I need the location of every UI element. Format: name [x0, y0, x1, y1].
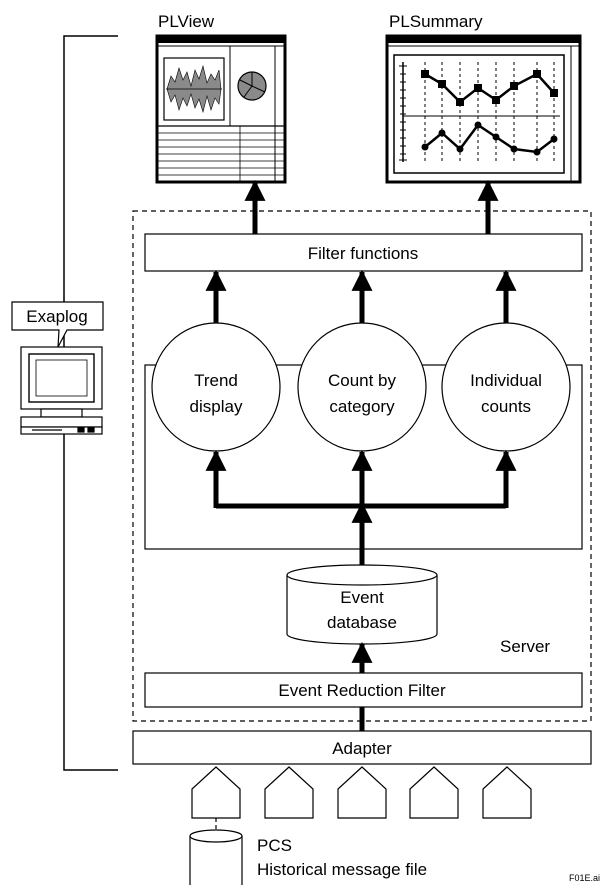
adapter-box	[132, 730, 592, 765]
event-reduction-filter-label: Event Reduction Filter	[278, 681, 446, 700]
plview-window	[155, 34, 287, 184]
event-database-line2: database	[327, 613, 397, 632]
count-by-category-line2: category	[329, 397, 395, 416]
source-connector	[482, 766, 532, 819]
pcs-file-label: Historical message file	[257, 860, 427, 879]
exaplog-callout	[11, 301, 104, 348]
event-database-cylinder	[286, 564, 438, 645]
plsummary-title: PLSummary	[389, 12, 483, 31]
individual-counts-line2: counts	[481, 397, 531, 416]
pcs-label: PCS	[257, 836, 292, 855]
filter-functions-label: Filter functions	[308, 244, 419, 263]
pcs-file-cylinder	[189, 829, 243, 885]
source-connector	[191, 766, 241, 819]
exaplog-label: Exaplog	[26, 307, 87, 326]
adapter-label: Adapter	[332, 739, 392, 758]
server-label: Server	[500, 637, 550, 656]
plsummary-window	[385, 34, 582, 184]
summary-lower-series	[424, 123, 555, 154]
source-connector	[337, 766, 387, 819]
source-connectors	[191, 766, 532, 819]
plview-title: PLView	[158, 12, 215, 31]
count-by-category-line1: Count by	[328, 371, 397, 390]
computer-icon	[20, 346, 103, 435]
trend-display-line1: Trend	[194, 371, 238, 390]
event-reduction-filter-box	[144, 672, 583, 708]
figure-id: F01E.ai	[569, 873, 600, 883]
trend-display-line2: display	[190, 397, 243, 416]
individual-counts-line1: Individual	[470, 371, 542, 390]
source-connector	[409, 766, 459, 819]
event-database-line1: Event	[340, 588, 384, 607]
source-connector	[264, 766, 314, 819]
